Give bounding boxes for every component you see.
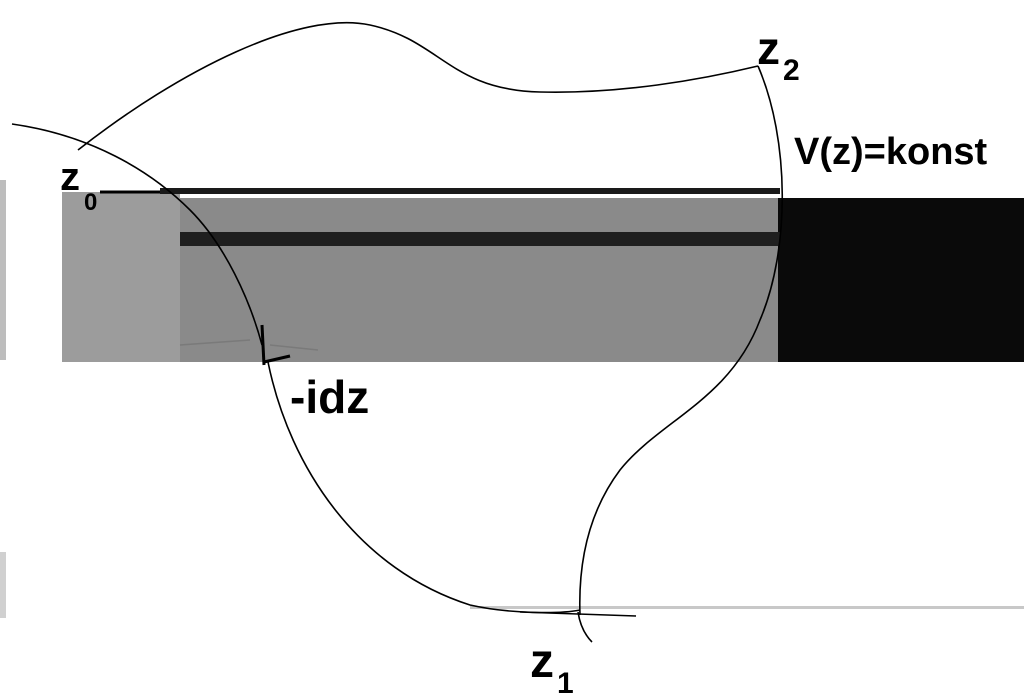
z1-arc-end [577,611,593,643]
bottom-grey-line [470,606,1024,609]
label-z1: z 1 [530,635,574,699]
top-dark-strip [160,188,780,194]
z2-base: z [757,22,780,74]
right-angle-vertical [260,324,266,366]
contour-curves [11,21,784,643]
z1-sub: 1 [557,667,574,699]
z1-tick [519,611,637,617]
right-angle-horizontal [263,354,291,364]
left-lower-faint-strip [0,552,6,618]
dark-block-right [778,198,1024,362]
upper-path-z0-to-z2 [77,21,759,151]
left-edge-grey-strip [0,180,6,360]
background-artifacts [0,180,1024,618]
label-z0: z 0 [60,155,97,216]
z2-sub: 2 [783,54,800,87]
z0-base: z [60,155,80,199]
normal-step-label: -idz [290,371,369,423]
right-angle-marker [179,324,319,366]
z0-sub: 0 [84,189,97,216]
label-z2: z 2 [757,22,800,87]
z1-base: z [530,635,554,688]
normal-step-arrow-faint [179,339,319,351]
mid-grey-band [180,198,780,362]
level-curve-z2-to-z1 [578,65,784,616]
level-curve-through-z0 [11,123,263,346]
lower-dark-strip [180,232,780,246]
light-grey-band-left [62,192,180,362]
level-curve-label: V(z)=konst [794,131,988,173]
